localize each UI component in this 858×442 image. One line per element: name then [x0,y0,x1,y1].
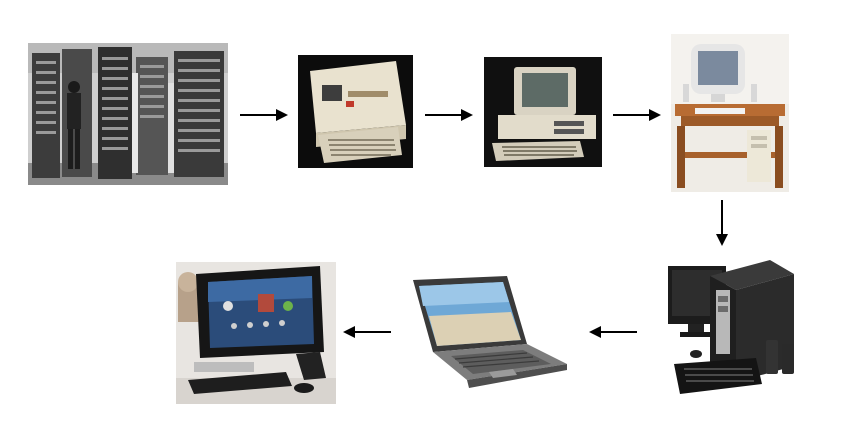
mainframe-icon [28,43,228,185]
crt-computer-icon [484,57,602,167]
laptop-computer-image [409,272,569,396]
tower-computer-icon [666,256,808,402]
early-portable-computer-image [298,55,413,168]
left-arrow-icon [589,325,637,339]
touchscreen-all-in-one-image [176,262,336,404]
desktop-desk-icon [671,34,789,192]
left-arrow-icon [343,325,391,339]
portable-computer-icon [298,55,413,168]
all-in-one-icon [176,262,336,404]
right-arrow-icon [425,108,473,122]
desktop-computer-on-desk-image [671,34,789,192]
crt-personal-computer-image [484,57,602,167]
down-arrow-icon [714,200,730,246]
right-arrow-icon [240,108,288,122]
mainframe-computer-image [28,43,228,185]
tower-desktop-computer-image [666,256,808,402]
right-arrow-icon [613,108,661,122]
laptop-icon [409,272,569,396]
